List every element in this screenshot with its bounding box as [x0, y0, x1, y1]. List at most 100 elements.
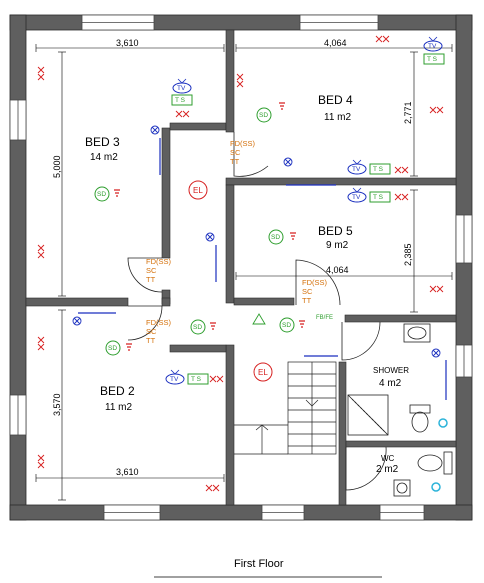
socket-icon — [394, 193, 409, 201]
windows — [9, 14, 473, 521]
switch-runs — [78, 138, 447, 400]
room-name-bed3: BED 3 — [85, 135, 120, 149]
fire-door-note-bed5: FD(SS) SC TT — [302, 278, 328, 305]
toilet-icon — [417, 451, 453, 475]
dim-bed5-width: 4,064 — [326, 265, 349, 275]
ceiling-light-icon — [150, 125, 160, 135]
dimension-labels: 3,610 5,000 4,064 2,771 4,064 2,385 3,57… — [52, 38, 413, 477]
svg-text:TV: TV — [352, 194, 361, 201]
socket-icon — [37, 66, 45, 81]
extract-fan-icon — [438, 418, 448, 428]
svg-text:EL: EL — [193, 186, 203, 195]
dim-bed3-height: 5,000 — [52, 155, 62, 178]
socket-icon — [175, 110, 190, 118]
socket-icon — [375, 35, 390, 43]
fd-bed3-line3: TT — [146, 275, 156, 284]
room-area-bed4: 11 m2 — [324, 112, 351, 123]
ts-socket-icon: T S — [187, 373, 209, 385]
emergency-lights: EL EL — [188, 180, 273, 382]
dim-bed3-width: 3,610 — [116, 38, 139, 48]
socket-icon — [205, 484, 220, 492]
socket-icon — [429, 285, 444, 293]
socket-icon — [37, 244, 45, 259]
doors — [127, 132, 387, 491]
smoke-detectors: SD SD SD SD SD SD — [94, 102, 305, 356]
extract-fan-icon — [431, 482, 441, 492]
room-area-bed5: 9 m2 — [326, 240, 349, 251]
fd-bed4-line1: FD(SS) — [230, 139, 256, 148]
fd-bed3-line1: FD(SS) — [146, 257, 172, 266]
svg-text:T S: T S — [427, 56, 438, 63]
dim-bed4-height: 2,771 — [403, 101, 413, 124]
room-area-wc: 2 m2 — [376, 464, 399, 475]
tv-icon: TV — [165, 369, 185, 385]
sanitary-fixtures — [347, 323, 453, 497]
staircase — [234, 361, 337, 455]
dim-bed2-height: 3,570 — [52, 393, 62, 416]
basin-small-icon — [393, 479, 411, 497]
dim-bed2-width: 3,610 — [116, 467, 139, 477]
smoke-detector-icon: SD — [94, 186, 120, 202]
socket-icon — [209, 375, 224, 383]
room-name-wc: WC — [381, 454, 395, 463]
svg-text:T S: T S — [373, 194, 384, 201]
smoke-detector-icon: SD — [256, 102, 285, 123]
svg-text:TV: TV — [352, 166, 361, 173]
svg-text:SD: SD — [282, 322, 291, 329]
socket-icon — [236, 73, 244, 88]
fd-bed3-line2: SC — [146, 266, 157, 275]
fd-bed2-line1: FD(SS) — [146, 318, 172, 327]
ceiling-light-icon — [283, 157, 293, 167]
socket-icon — [394, 166, 409, 174]
room-name-shower: SHOWER — [373, 366, 409, 375]
svg-text:SD: SD — [108, 345, 117, 352]
svg-text:SD: SD — [97, 191, 106, 198]
emergency-light-icon: EL — [253, 362, 273, 382]
ts-socket-icon: T S — [423, 53, 445, 65]
dimension-lines — [35, 44, 453, 501]
socket-icon — [37, 336, 45, 351]
svg-text:SD: SD — [193, 324, 202, 331]
smoke-detector-icon: SD — [268, 229, 296, 245]
dim-bed5-height: 2,385 — [403, 243, 413, 266]
socket-icon — [429, 106, 444, 114]
fire-door-note-bed3: FD(SS) SC TT — [146, 257, 172, 284]
svg-text:EL: EL — [258, 368, 268, 377]
tv-icon: TV — [347, 187, 367, 203]
svg-text:T S: T S — [191, 376, 202, 383]
svg-text:T S: T S — [373, 166, 384, 173]
tv-icon: TV — [172, 78, 192, 94]
room-area-bed3: 14 m2 — [90, 152, 118, 163]
svg-text:T S: T S — [175, 97, 186, 104]
fire-door-note-bed2: FD(SS) SC TT — [146, 318, 172, 345]
ceiling-light-icon — [205, 232, 215, 242]
room-labels: BED 3 14 m2 BED 4 11 m2 BED 5 9 m2 BED 2… — [85, 93, 409, 475]
svg-text:TV: TV — [428, 43, 437, 50]
svg-text:TV: TV — [170, 376, 179, 383]
fd-bed4-line3: TT — [230, 157, 240, 166]
svg-text:TV: TV — [177, 85, 186, 92]
ceiling-lights — [72, 125, 441, 358]
extract-fans — [431, 418, 448, 492]
fd-bed2-line2: SC — [146, 327, 157, 336]
ts-socket-icon: T S — [171, 94, 193, 106]
fd-bed4-line2: SC — [230, 148, 241, 157]
tv-icon: TV — [423, 36, 443, 52]
drawing-caption: First Floor — [234, 558, 284, 570]
smoke-detector-icon: SD — [190, 319, 216, 335]
ceiling-light-icon — [72, 316, 82, 326]
smoke-detector-icon: SD — [105, 340, 132, 356]
fd-bed2-line3: TT — [146, 336, 156, 345]
room-name-bed4: BED 4 — [318, 93, 353, 107]
room-area-bed2: 11 m2 — [105, 402, 132, 413]
fd-bed5-line3: TT — [302, 296, 312, 305]
smoke-detector-icon: SD — [279, 317, 305, 333]
ceiling-light-icon — [431, 348, 441, 358]
ts-socket-icon: T S — [369, 163, 391, 175]
emergency-light-icon: EL — [188, 180, 208, 200]
ts-socket-icon: T S — [369, 191, 391, 203]
socket-icon — [37, 454, 45, 469]
fd-bed5-line2: SC — [302, 287, 313, 296]
svg-text:SD: SD — [259, 112, 268, 119]
